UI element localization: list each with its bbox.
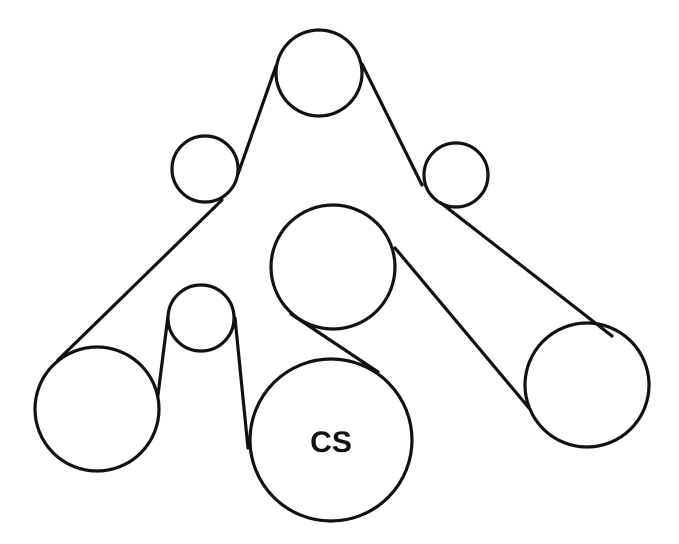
crankshaft-pulley <box>248 357 414 523</box>
right-pulley <box>523 321 651 449</box>
belt-segment-top-to-right-idler <box>360 62 424 187</box>
belt-segment-left-pulley-to-left-idler <box>56 198 224 362</box>
belt-segment-right-idler-to-right-pulley <box>439 201 614 338</box>
pulleys <box>33 28 651 523</box>
left-pulley <box>33 345 161 473</box>
top-pulley <box>274 28 364 118</box>
center-pulley <box>269 203 397 331</box>
crankshaft-label: CS <box>310 426 352 459</box>
belt-segment-left-idler-to-top <box>236 64 278 176</box>
right-idler-pulley <box>422 141 490 209</box>
belt-segment-right-pulley-to-center <box>393 246 531 410</box>
small-idler-pulley <box>166 283 236 353</box>
belt <box>56 62 614 450</box>
belt-segment-small-idler-to-left-pulley <box>156 314 170 397</box>
left-idler-pulley <box>170 134 240 204</box>
belt-segment-crankshaft-to-small-idler <box>233 316 250 450</box>
